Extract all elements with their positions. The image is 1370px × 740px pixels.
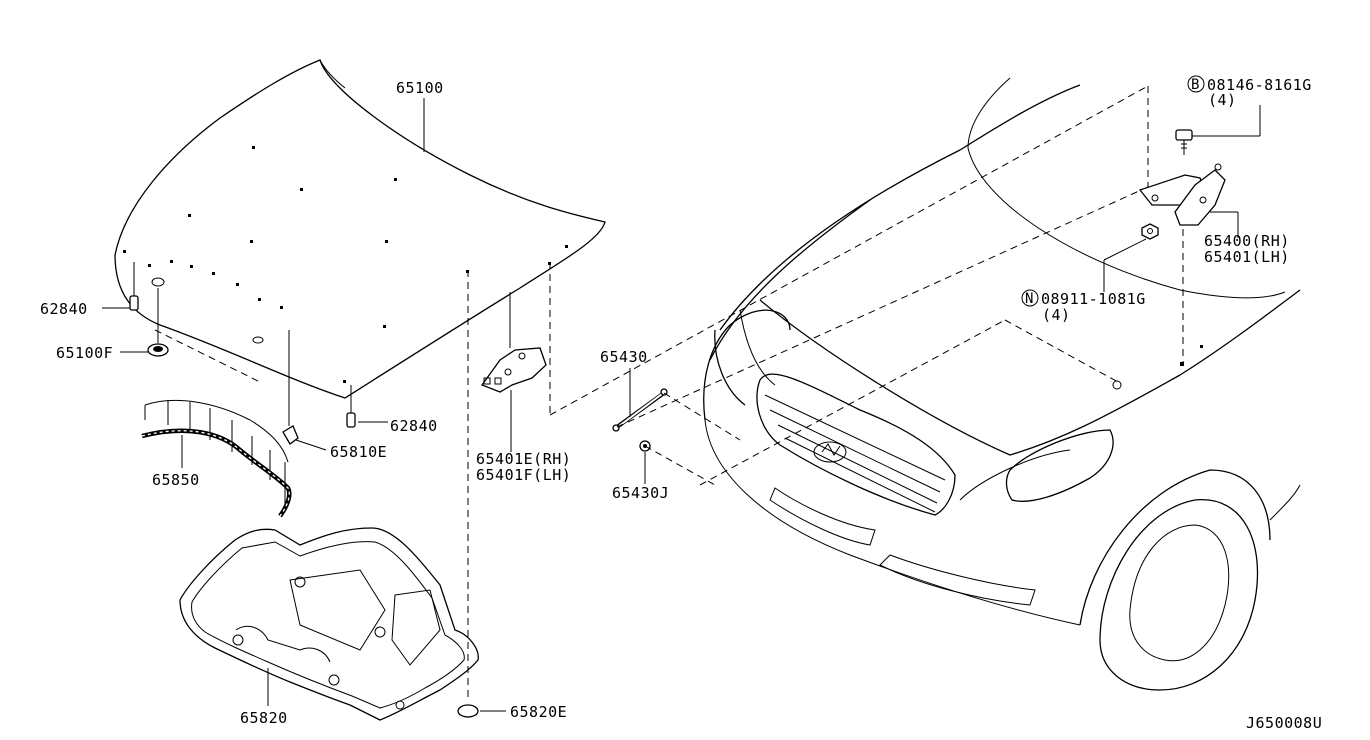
callout-65401f: 65401F(LH): [476, 466, 571, 484]
nut-part-number: 08911-1081G: [1041, 290, 1146, 308]
callout-65430j: 65430J: [612, 484, 669, 502]
bolt-quantity: (4): [1208, 91, 1237, 109]
vehicle-front-view: [703, 77, 1301, 691]
hood-stay[interactable]: [612, 368, 668, 432]
under-cover[interactable]: [179, 527, 479, 721]
hinge-bolt[interactable]: [1175, 105, 1261, 155]
callout-bolt: B 08146-8161G (4): [1187, 75, 1312, 109]
callout-65401e: 65401E(RH): [476, 450, 571, 468]
callout-65810e: 65810E: [330, 443, 387, 461]
nut-quantity: (4): [1042, 306, 1071, 324]
callout-65400: 65400(RH): [1204, 232, 1290, 250]
hood-hinge-center[interactable]: [480, 292, 547, 452]
callout-65100f: 65100F: [56, 344, 113, 362]
callout-nut: N 08911-1081G (4): [1021, 289, 1146, 324]
hood-hinge[interactable]: [1138, 163, 1239, 238]
hood-grommet[interactable]: [147, 288, 169, 357]
callout-65401: 65401(LH): [1204, 248, 1290, 266]
clip-65820e[interactable]: [457, 704, 506, 718]
callout-65820e: 65820E: [510, 703, 567, 721]
clip-65810e[interactable]: [282, 330, 327, 451]
callout-65100: 65100: [396, 79, 444, 97]
callout-65850: 65850: [152, 471, 200, 489]
callout-65820: 65820: [240, 709, 288, 727]
nut-symbol: N: [1025, 291, 1034, 307]
callout-62840-right: 62840: [390, 417, 438, 435]
callout-65430: 65430: [600, 348, 648, 366]
bumper-rubber-left[interactable]: [129, 262, 139, 311]
hood-insulator-seal[interactable]: [141, 399, 292, 518]
hood-panel[interactable]: [114, 59, 606, 399]
hinge-nut[interactable]: [1103, 223, 1159, 292]
callout-62840-left: 62840: [40, 300, 88, 318]
diagram-code: J650008U: [1246, 714, 1322, 732]
bolt-symbol: B: [1191, 77, 1200, 93]
bumper-rubber-right[interactable]: [346, 385, 356, 428]
bolt-part-number: 08146-8161G: [1207, 76, 1312, 94]
